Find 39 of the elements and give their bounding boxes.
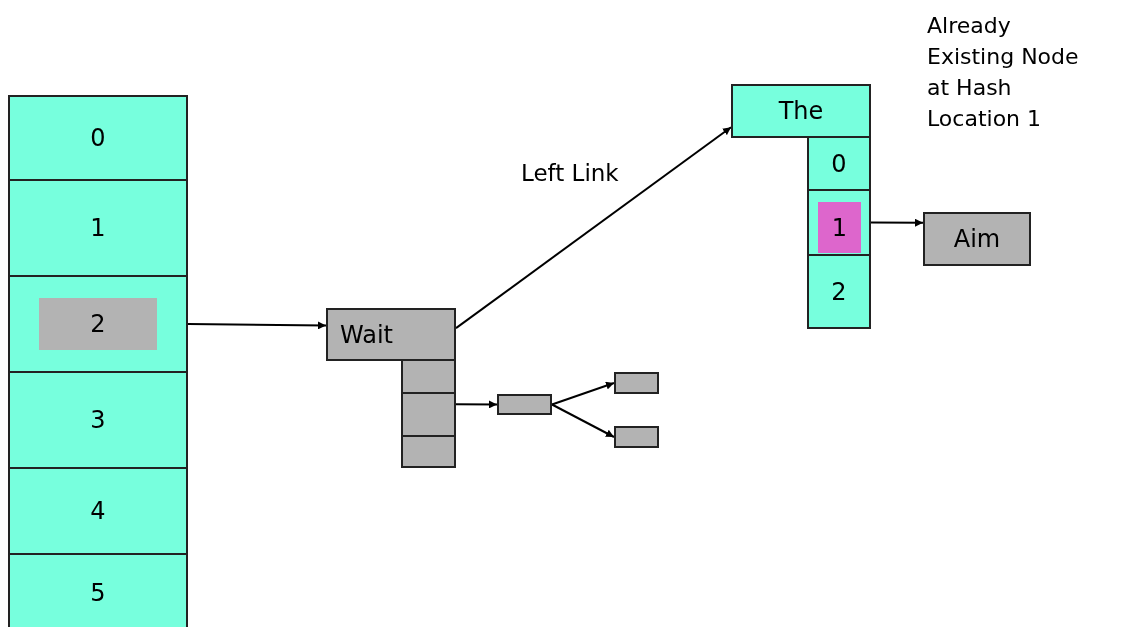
word-node: [326, 308, 456, 361]
child-slot: [401, 392, 456, 437]
node-text: 2: [90, 312, 106, 336]
node-text: 4: [90, 499, 106, 523]
hash-cell: [8, 275, 188, 373]
hash-cell: [8, 179, 188, 277]
small-node: [497, 394, 552, 415]
hash-cell: [8, 371, 188, 469]
node-text: 5: [90, 581, 106, 605]
node-text: 1: [831, 215, 848, 240]
arrow: [551, 403, 615, 438]
child-slot: [401, 435, 456, 468]
arrow: [870, 218, 924, 227]
child-slot: [401, 359, 456, 394]
node-text: Wait: [340, 322, 393, 347]
hash-cell: [8, 95, 188, 181]
arrow: [551, 381, 615, 406]
node-text: The: [778, 99, 824, 123]
highlighted-key: [39, 298, 157, 350]
word-node: [731, 84, 871, 138]
node-text: 0: [831, 151, 847, 176]
child-slot: [807, 136, 871, 191]
arrow: [455, 400, 498, 409]
node-text: 3: [90, 408, 106, 432]
node-text: 1: [90, 216, 106, 240]
note-text: Already Existing Node at Hash Location 1: [927, 12, 1080, 133]
node-text: Aim: [953, 227, 1001, 251]
child-slot: [807, 189, 871, 256]
hash-cell: [8, 467, 188, 555]
node-text: 2: [831, 279, 847, 304]
child-slot: [807, 254, 871, 329]
small-node: [614, 372, 659, 394]
node-text: 0: [90, 126, 106, 150]
word-node: [923, 212, 1031, 266]
small-node: [614, 426, 659, 448]
arrow: [455, 126, 732, 330]
arrow: [187, 321, 327, 330]
highlighted-slot: [818, 202, 861, 253]
hash-cell: [8, 553, 188, 627]
